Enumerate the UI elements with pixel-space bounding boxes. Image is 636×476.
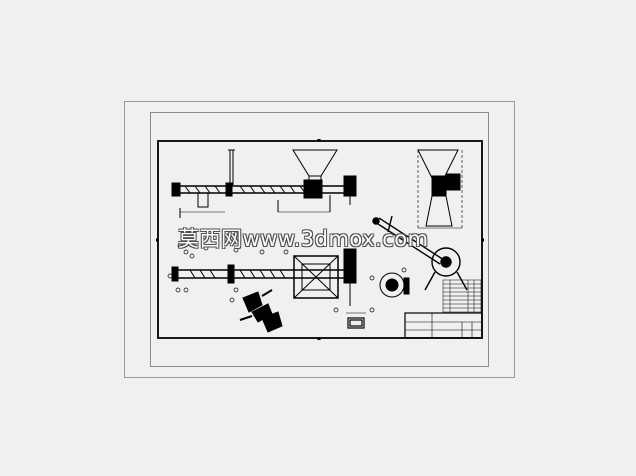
- balloon-callouts: [167, 243, 407, 313]
- title-block: [404, 312, 483, 339]
- box-detail: [346, 312, 366, 329]
- parts-list-table: [442, 279, 482, 313]
- inclined-auger: [372, 215, 468, 291]
- conveyor-top-view: [171, 149, 357, 218]
- isometric-part-left: [239, 289, 283, 333]
- frame-markers: [156, 139, 484, 340]
- hopper-side-view: [417, 149, 463, 229]
- watermark-text: 莫西网www.3dmox.com: [178, 227, 429, 251]
- sheet-inner-border: [150, 112, 489, 367]
- flange-detail: [379, 272, 410, 298]
- conveyor-plan-view: [171, 248, 357, 306]
